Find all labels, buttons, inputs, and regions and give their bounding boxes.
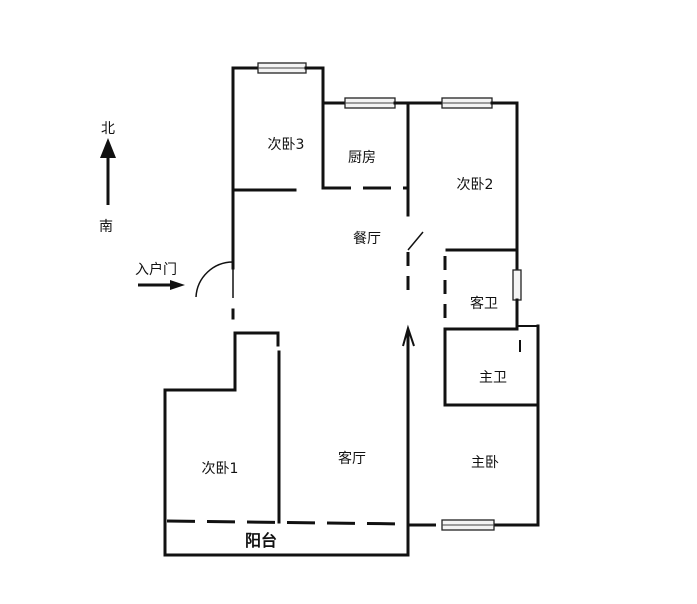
room-label-kitchen: 厨房: [348, 150, 376, 166]
wall-balcony-top: [166, 519, 409, 526]
entrance-label: 入户门: [135, 261, 177, 278]
door-entrance-arc: [195, 261, 234, 298]
compass-south-label: 南: [99, 219, 113, 235]
compass-arrow-head: [100, 138, 116, 158]
entrance-arrow-head: [170, 280, 185, 290]
door-dining-swing: [407, 231, 424, 251]
room-label-bedroom1: 次卧1: [202, 461, 239, 477]
room-label-guest-bath: 客卫: [470, 295, 498, 312]
room-label-balcony: 阳台: [245, 531, 277, 550]
door-living-swing: [402, 324, 415, 347]
room-label-dining: 餐厅: [353, 231, 381, 247]
room-label-bedroom2: 次卧2: [457, 177, 494, 193]
room-label-living: 客厅: [338, 450, 366, 467]
room-label-bedroom3: 次卧3: [268, 137, 305, 153]
window-guest-bath: [512, 269, 522, 301]
compass-north-label: 北: [101, 121, 115, 137]
room-label-master-bedroom: 主卧: [471, 455, 499, 471]
entrance-marker: 入户门: [135, 261, 185, 290]
room-label-master-bath: 主卫: [479, 370, 507, 386]
compass: 北 南: [99, 121, 116, 235]
